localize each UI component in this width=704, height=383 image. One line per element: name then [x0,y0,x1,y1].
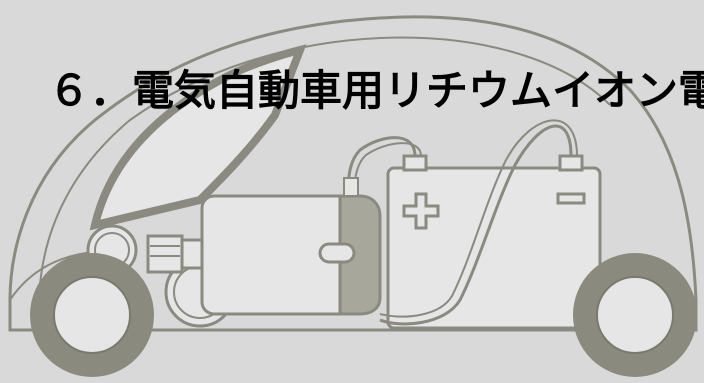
car-front-line [9,251,96,301]
controller-slot [318,242,356,264]
slide-title: ６．電気自動車用リチウムイオン電 [48,66,704,115]
front-wheel [30,253,154,377]
controller-unit [338,194,382,316]
battery-pack [386,166,602,330]
car-body-outline [8,15,698,332]
rear-wheel [573,253,697,377]
minus-icon [556,192,586,205]
cable-connector [343,177,359,197]
motor-coupling [146,234,204,274]
battery-terminal-positive [402,154,428,172]
car-window [89,44,307,231]
cable-negative-inner [379,119,578,318]
plus-icon [402,192,440,230]
battery-terminal-negative [558,154,584,172]
cable-negative [379,124,573,326]
car-roof-inner-line [39,36,611,286]
